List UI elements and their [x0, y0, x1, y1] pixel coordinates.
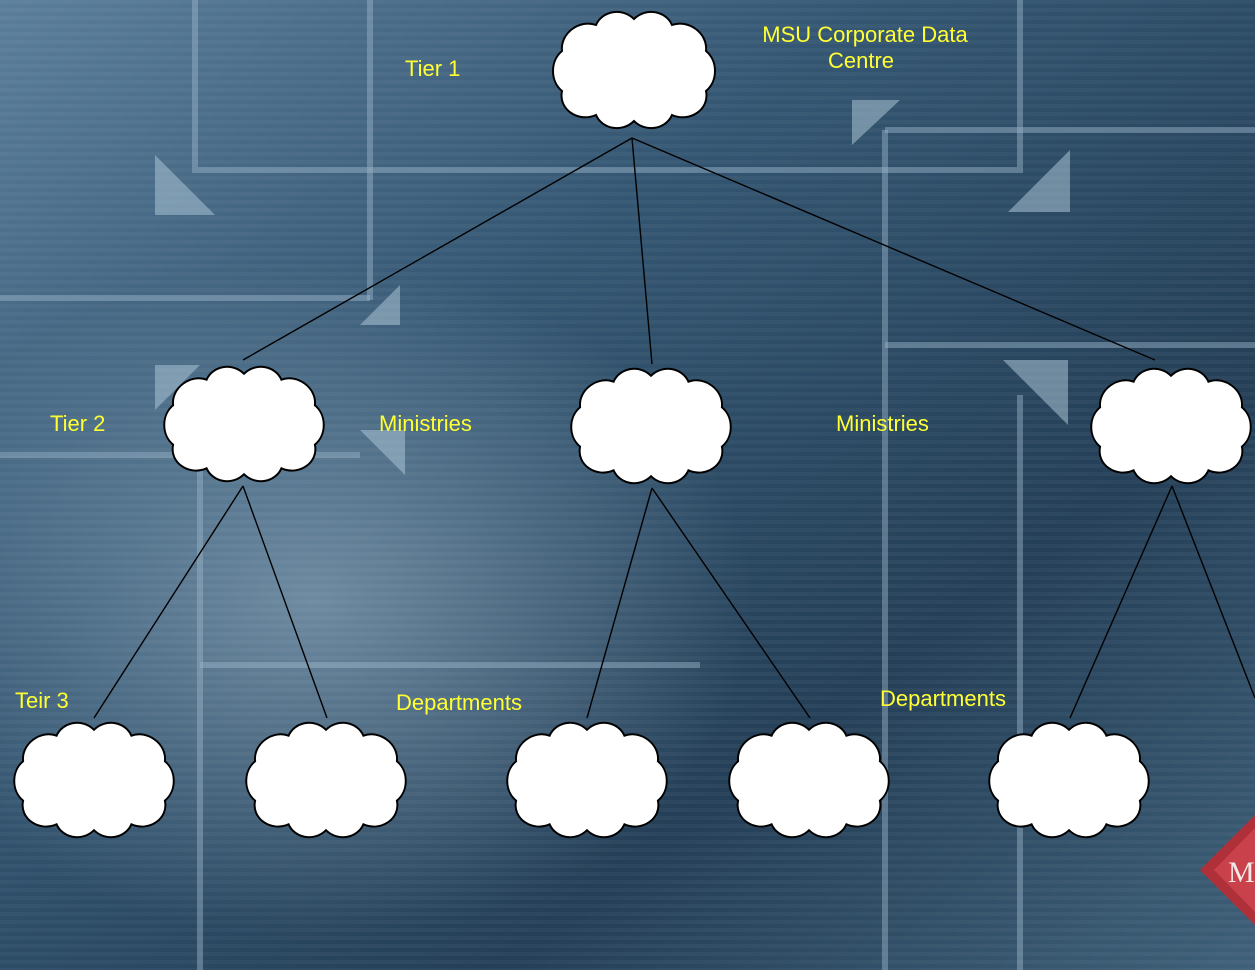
cloud-tier3-department-4: [728, 721, 890, 839]
connector-tier1-to-right-ministry: [631, 137, 1156, 361]
msu-logo: M: [1200, 815, 1255, 925]
connector-left-ministry-to-dept-1: [93, 485, 244, 719]
cloud-tier2-ministry-center: [570, 367, 732, 485]
connector-tier1-to-left-ministry: [242, 137, 633, 361]
label-departments-b: Departments: [880, 686, 1006, 711]
label-tier2: Tier 2: [50, 411, 106, 436]
label-tier1: Tier 1: [405, 56, 461, 81]
cloud-tier3-department-2: [245, 721, 407, 839]
label-tier1-node-line1: MSU Corporate Data: [762, 22, 968, 47]
cloud-tier3-department-3: [506, 721, 668, 839]
cloud-tier2-ministry-right: [1090, 367, 1252, 485]
connector-center-ministry-to-dept-3: [586, 487, 653, 719]
label-tier3: Teir 3: [15, 688, 69, 713]
cloud-tier3-department-1: [13, 721, 175, 839]
cloud-tier1-data-centre: [551, 10, 717, 130]
connector-left-ministry-to-dept-2: [242, 485, 328, 719]
label-tier1-node: MSU Corporate Data Centre: [735, 22, 995, 74]
logo-letter: M: [1228, 856, 1255, 889]
label-departments-a: Departments: [396, 690, 522, 715]
label-tier1-node-line2: Centre: [827, 48, 895, 73]
connector-right-ministry-to-dept-6: [1171, 485, 1255, 699]
label-ministries-a: Ministries: [379, 411, 472, 436]
cloud-tier2-ministry-left: [163, 365, 325, 483]
label-ministries-b: Ministries: [836, 411, 929, 436]
connector-center-ministry-to-dept-4: [651, 487, 811, 719]
connector-tier1-to-center-ministry: [631, 137, 653, 365]
cloud-tier3-department-5: [988, 721, 1150, 839]
connector-right-ministry-to-dept-5: [1069, 485, 1173, 719]
connector-lines: [93, 137, 1255, 719]
background-triangles: [155, 100, 1070, 475]
